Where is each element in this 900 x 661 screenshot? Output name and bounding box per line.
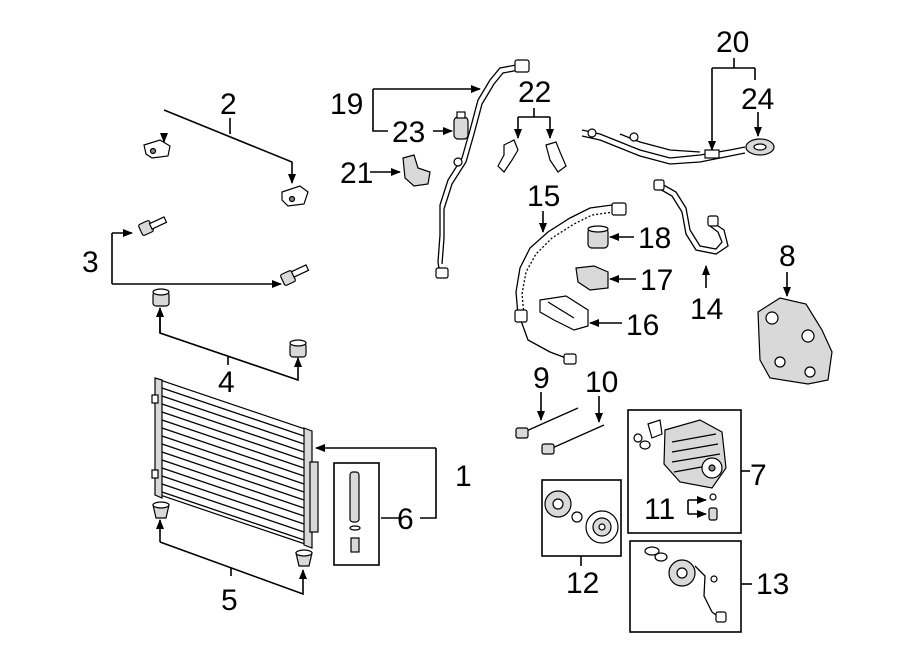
callout-18: 18 bbox=[638, 222, 671, 255]
upper-cushion-part-left bbox=[152, 288, 170, 307]
callout-4: 4 bbox=[218, 366, 235, 399]
clamp-part-22-right bbox=[545, 141, 567, 173]
field-coil-box bbox=[629, 540, 742, 633]
receiver-drier-kit-box bbox=[333, 462, 380, 566]
callout-6: 6 bbox=[397, 503, 414, 536]
hose-part-15 bbox=[514, 202, 627, 365]
bracket-part-upper-right bbox=[281, 185, 309, 207]
compressor-bracket-part-8 bbox=[757, 297, 833, 385]
condenser-part bbox=[151, 377, 319, 549]
upper-cushion-part-right bbox=[289, 339, 307, 358]
callout-24: 24 bbox=[741, 83, 774, 116]
callout-21: 21 bbox=[340, 157, 373, 190]
callout-9: 9 bbox=[533, 362, 550, 395]
callout-23: 23 bbox=[392, 116, 425, 149]
callout-2: 2 bbox=[220, 88, 237, 121]
bolt-part-lower bbox=[280, 264, 310, 286]
cushion-part-18 bbox=[587, 225, 609, 249]
callout-labels: 1 2 3 4 5 6 7 8 9 10 11 12 13 14 15 16 1… bbox=[82, 26, 796, 617]
callout-19: 19 bbox=[330, 88, 363, 121]
insulator-part-16 bbox=[539, 295, 589, 331]
callout-10: 10 bbox=[585, 366, 618, 399]
insulator-part-17 bbox=[575, 265, 609, 291]
bolt-part-10 bbox=[541, 424, 605, 455]
callout-14: 14 bbox=[690, 293, 723, 326]
compressor-assembly-box bbox=[627, 409, 742, 534]
callout-8: 8 bbox=[779, 240, 796, 273]
bolt-part-9 bbox=[515, 407, 579, 439]
callout-12: 12 bbox=[566, 567, 599, 600]
bracket-part-21 bbox=[402, 154, 431, 187]
lower-cushion-part-left bbox=[152, 501, 170, 519]
lower-cushion-part-right bbox=[295, 549, 313, 567]
callout-13: 13 bbox=[756, 568, 789, 601]
clamp-part-22-left bbox=[497, 139, 519, 173]
leader-lines bbox=[111, 58, 791, 596]
grommet-part-24 bbox=[745, 138, 775, 156]
callout-5: 5 bbox=[221, 584, 238, 617]
callout-15: 15 bbox=[527, 180, 560, 213]
hose-part-14 bbox=[653, 179, 729, 255]
callout-16: 16 bbox=[626, 309, 659, 342]
clutch-assembly-box bbox=[541, 479, 622, 557]
callout-11: 11 bbox=[644, 493, 675, 526]
callout-7: 7 bbox=[750, 459, 767, 492]
bolt-part-upper bbox=[138, 216, 168, 236]
bracket-part-upper-left bbox=[143, 139, 171, 159]
switch-part-23 bbox=[453, 111, 469, 140]
callout-1: 1 bbox=[455, 460, 472, 493]
pipe-part-20 bbox=[581, 128, 746, 165]
callout-20: 20 bbox=[716, 26, 749, 59]
callout-3: 3 bbox=[82, 246, 99, 279]
pipe-part-19 bbox=[435, 59, 530, 279]
callout-17: 17 bbox=[640, 264, 673, 297]
callout-22: 22 bbox=[518, 76, 551, 109]
